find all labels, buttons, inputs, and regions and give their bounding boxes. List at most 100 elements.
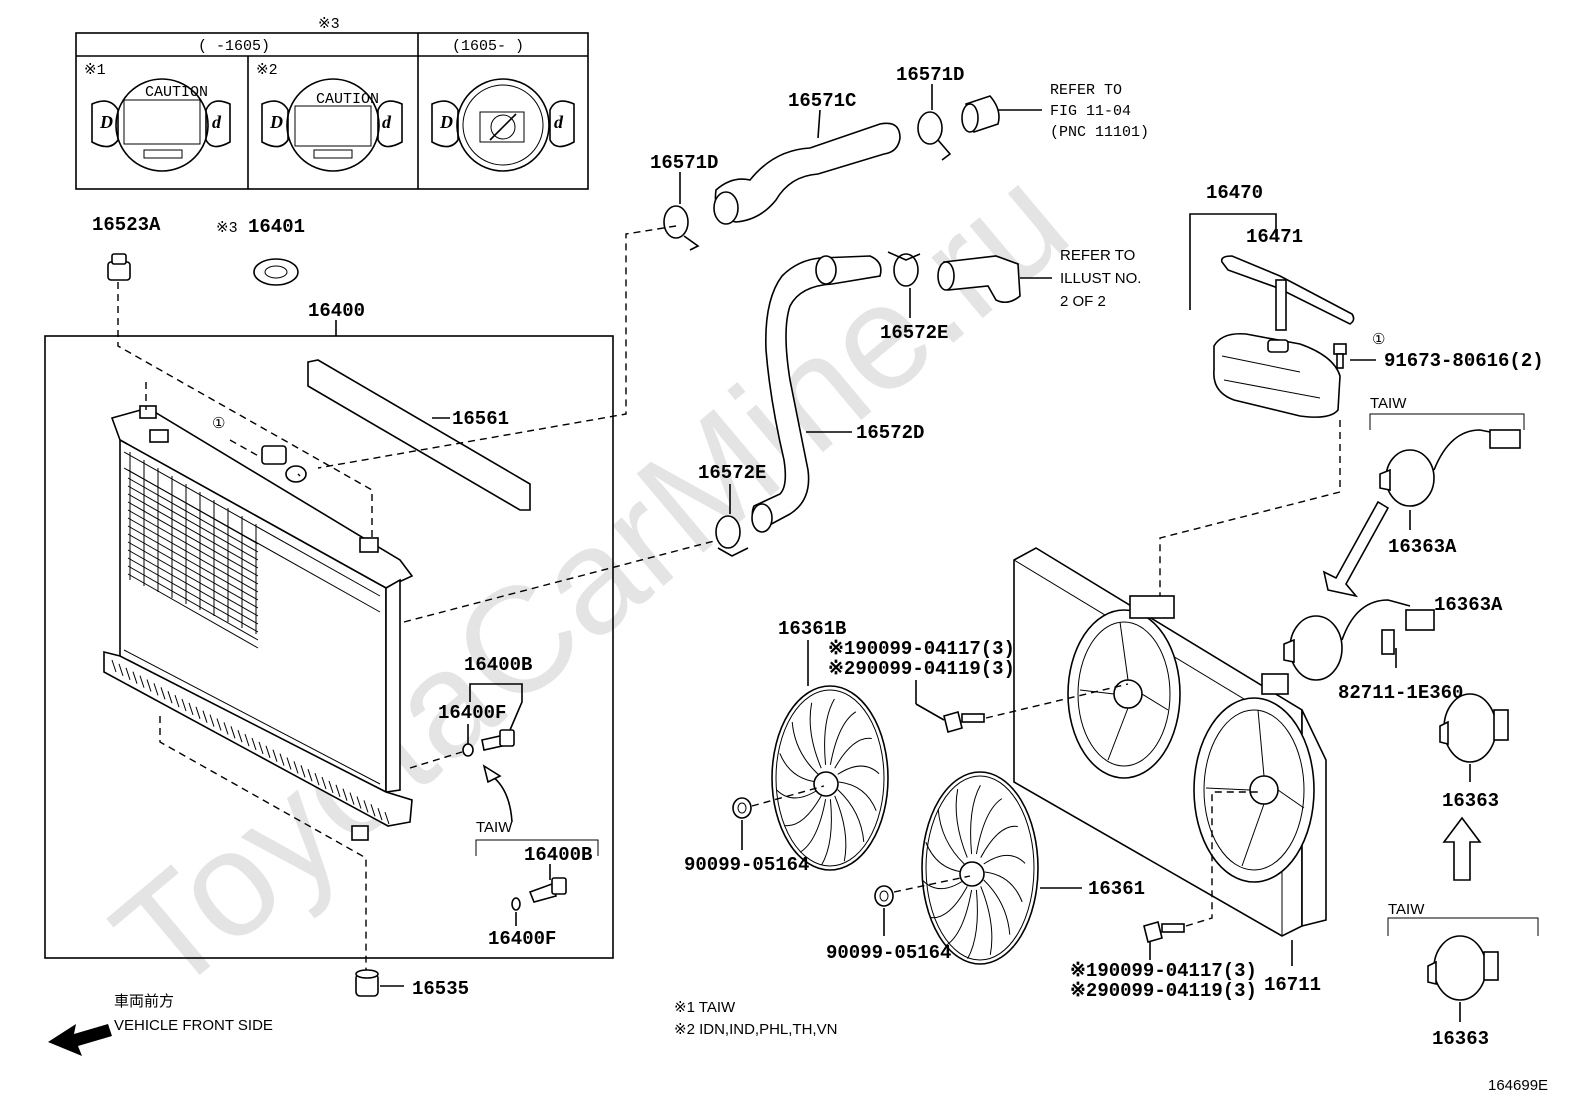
svg-text:D: D [99,112,113,132]
part-label-91673: 91673-80616(2) [1384,350,1544,372]
footnote-1: ※1 TAIW [674,999,736,1016]
hose-clamp-icon [887,251,921,287]
part-label-90099-lower: 90099-05164 [826,942,951,964]
upper-hose-icon [713,122,901,225]
nut-icon [732,797,752,819]
radiator-cap-icon: CAUTION D d [91,78,231,172]
part-label-16400B-lower: 16400B [524,844,592,866]
circle-ref-radiator: ① [212,416,225,433]
cap-gasket-icon [253,258,299,286]
part-label-16471: 16471 [1246,226,1303,248]
cap-cell1-note: ※1 [84,62,106,79]
bolt-icon [1333,343,1347,369]
water-outlet-icon [937,255,1021,304]
hose-clamp-icon [663,205,700,251]
radiator-cap-icon: CAUTION D d [261,78,403,172]
bolt-label-lower-2: ※290099-04119(3) [1070,980,1257,1002]
part-label-16711: 16711 [1264,974,1321,996]
ref-illust-line1: REFER TO [1060,247,1135,264]
pipe-stub-icon [961,95,1000,134]
part-label-16400F-upper: 16400F [438,702,506,724]
svg-text:D: D [439,112,453,132]
drain-plug-icon [107,253,131,281]
part-label-16535: 16535 [412,978,469,1000]
taiw-label-motor-top: TAIW [1370,395,1407,412]
ref-illust-line3: 2 OF 2 [1060,293,1106,310]
fan-shroud-icon [1013,547,1327,937]
reserve-tank-icon [1213,332,1341,418]
cap1-caution: CAUTION [145,84,208,101]
cushion-icon [355,969,379,997]
part-label-16363A-mid: 16363A [1434,594,1503,616]
bolt-label-upper-1: ※190099-04117(3) [828,638,1015,660]
part-label-16470: 16470 [1206,182,1263,204]
radiator-cap-table: ※3 ( -1605) (1605- ) ※1 ※2 CAUTION D d [75,16,589,190]
bolt-icon [1143,921,1185,943]
hose-clamp-icon [917,111,952,161]
footnote-2: ※2 IDN,IND,PHL,TH,VN [674,1021,837,1038]
svg-text:d: d [554,112,564,132]
seal-strip-icon [307,359,531,511]
ref-fig-line1: REFER TO [1050,82,1122,99]
cap-col-left-header: ( -1605) [198,38,270,55]
cap-cell2-note: ※2 [256,62,278,79]
fan-motor-icon [1439,693,1509,763]
radiator-icon [103,405,414,841]
arrow-icon [1322,500,1390,598]
fan-motor-icon [1427,935,1499,1001]
part-label-82711: 82711-1E360 [1338,682,1463,704]
fan-motor-icon [1379,429,1521,507]
taiw-label-drain: TAIW [476,819,513,836]
taiw-label-motor-bottom: TAIW [1388,901,1425,918]
front-arrow-icon [48,1024,112,1056]
cap-table-note: ※3 [318,16,340,33]
part-label-16561: 16561 [452,408,509,430]
figure-code: 164699E [1488,1077,1548,1094]
arrow-icon [482,764,513,823]
radiator-group-box [44,335,614,959]
part-label-16571D-left: 16571D [650,152,718,174]
fan-blade-icon [771,685,889,871]
nut-icon [874,885,894,907]
part-label-16401: 16401 [248,216,305,238]
lower-hose-icon [751,255,882,533]
overflow-hose-icon [1220,255,1355,331]
front-label-en: VEHICLE FRONT SIDE [114,1017,273,1034]
fan-motor-icon [1283,599,1435,681]
drain-cock-icon [511,877,567,911]
hose-clamp-icon [715,515,749,557]
ref-fig-line3: (PNC 11101) [1050,124,1149,141]
drain-cock-icon [462,729,515,757]
part-label-16572E-upper: 16572E [880,322,948,344]
ref-illust-line2: ILLUST NO. [1060,270,1141,287]
cap-col-right-header: (1605- ) [452,38,524,55]
part-label-16572D: 16572D [856,422,924,444]
bolt-icon [943,711,985,733]
svg-text:D: D [269,112,283,132]
part-label-16401-note: ※3 [216,220,238,237]
cap2-caution: CAUTION [316,91,379,108]
part-label-16571C: 16571C [788,90,856,112]
part-label-16400: 16400 [308,300,365,322]
bolt-label-upper-2: ※290099-04119(3) [828,658,1015,680]
svg-text:d: d [212,112,222,132]
part-label-16400F-lower: 16400F [488,928,556,950]
bolt-label-lower-1: ※190099-04117(3) [1070,960,1257,982]
part-label-16363-bottom: 16363 [1432,1028,1489,1050]
part-label-90099-upper: 90099-05164 [684,854,809,876]
part-label-16361: 16361 [1088,878,1145,900]
part-label-16363A-top: 16363A [1388,536,1457,558]
radiator-cap-icon: D d [431,78,575,172]
part-label-16361B: 16361B [778,618,846,640]
part-label-16572E-lower: 16572E [698,462,766,484]
arrow-icon [1442,816,1482,881]
part-label-16523A: 16523A [92,214,161,236]
fan-blade-icon [921,771,1039,965]
part-label-16400B-upper: 16400B [464,654,532,676]
svg-text:d: d [382,112,392,132]
ref-fig-line2: FIG 11-04 [1050,103,1131,120]
circle-ref-tank: ① [1372,332,1385,349]
front-label-jp: 車両前方 [114,993,174,1010]
part-label-16571D-right: 16571D [896,64,964,86]
